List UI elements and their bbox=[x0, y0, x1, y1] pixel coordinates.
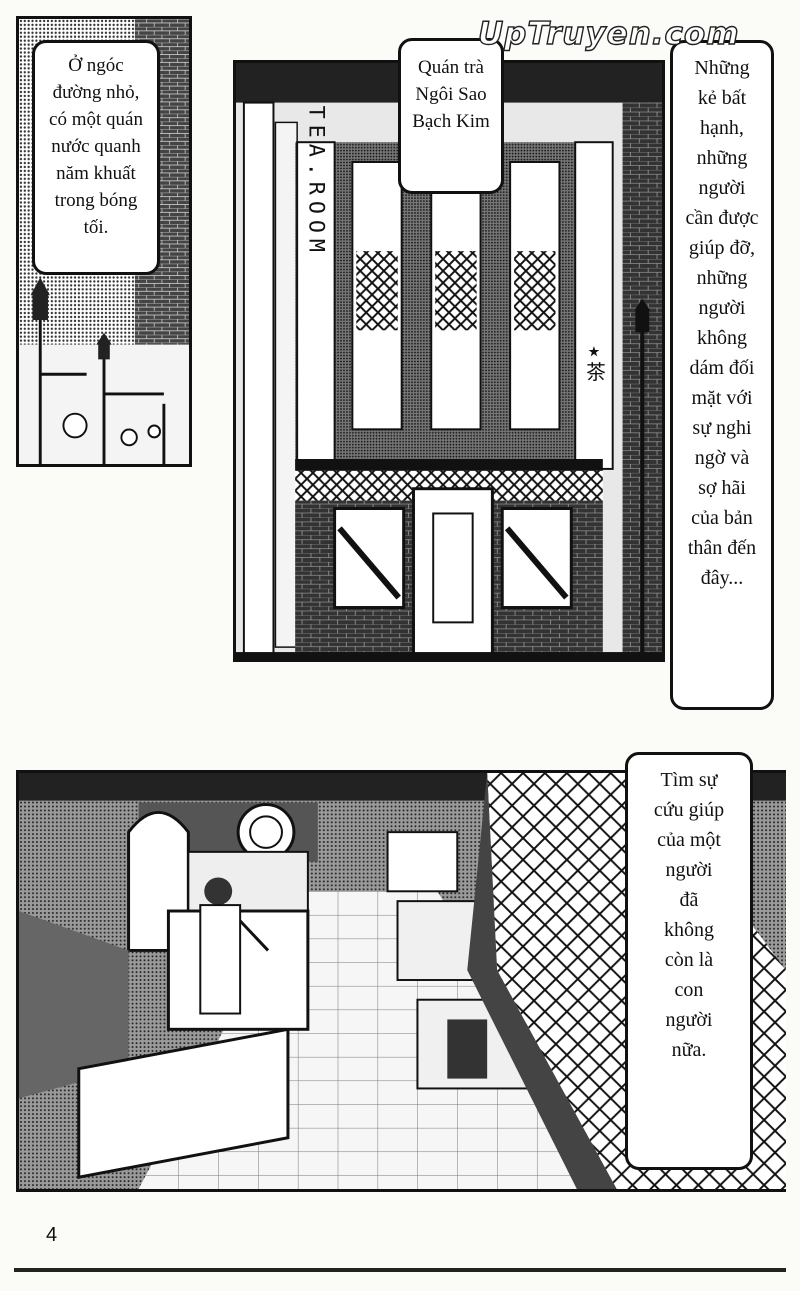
caption-line: hạnh, bbox=[700, 117, 744, 139]
caption-help: Tìm sự cứu giúp của một người đã không c… bbox=[625, 752, 753, 1170]
caption-line: sợ hãi bbox=[698, 477, 746, 499]
caption-line: người bbox=[698, 297, 746, 319]
caption-line: không bbox=[697, 327, 747, 349]
caption-line: cứu giúp bbox=[653, 799, 725, 821]
caption-line: nước quanh bbox=[51, 135, 141, 157]
caption-line: những bbox=[696, 267, 748, 289]
caption-line: đã bbox=[679, 889, 699, 911]
caption-line: Những bbox=[694, 57, 750, 79]
caption-line: thân đến bbox=[687, 537, 757, 559]
star-tea-sign: ★茶 bbox=[582, 339, 605, 382]
caption-line: đây... bbox=[700, 567, 744, 589]
caption-line: Ở ngóc bbox=[68, 55, 124, 76]
seated-figure bbox=[199, 877, 270, 1015]
caption-line: người bbox=[665, 859, 713, 881]
caption-line: nữa. bbox=[671, 1039, 707, 1061]
caption-line: năm khuất bbox=[56, 162, 136, 184]
caption-line: Tìm sự bbox=[660, 769, 718, 791]
page-divider bbox=[14, 1268, 786, 1272]
watermark: UpTruyen.com bbox=[477, 15, 740, 52]
tea-room-sign: TEA.ROOM bbox=[303, 106, 328, 258]
caption-line: Ngôi Sao bbox=[415, 83, 487, 105]
caption-line: những bbox=[696, 147, 748, 169]
caption-line: ngờ và bbox=[694, 447, 750, 469]
caption-unfortunate: Những kẻ bất hạnh, những người cần được … bbox=[670, 40, 774, 710]
caption-line: mặt với bbox=[691, 387, 753, 409]
caption-line: kẻ bất bbox=[697, 87, 747, 109]
caption-line: của bản bbox=[691, 507, 753, 529]
caption-line: trong bóng bbox=[54, 189, 138, 211]
caption-line: sự nghi bbox=[692, 417, 752, 439]
caption-shop-name: Quán trà Ngôi Sao Bạch Kim bbox=[398, 38, 504, 194]
caption-line: có một quán bbox=[49, 108, 143, 130]
caption-line: con bbox=[674, 979, 704, 1001]
caption-line: của một bbox=[657, 829, 721, 851]
caption-line: cần được bbox=[685, 207, 759, 229]
page-number: 4 bbox=[46, 1224, 58, 1246]
caption-line: đường nhỏ, bbox=[52, 81, 140, 103]
caption-line: Bạch Kim bbox=[412, 110, 490, 132]
caption-line: tối. bbox=[83, 216, 109, 238]
caption-line: còn là bbox=[664, 949, 714, 971]
caption-alley: Ở ngóc đường nhỏ, có một quán nước quanh… bbox=[32, 40, 160, 275]
caption-line: người bbox=[665, 1009, 713, 1031]
caption-line: dám đối bbox=[689, 357, 755, 379]
caption-line: người bbox=[698, 177, 746, 199]
caption-line: không bbox=[664, 919, 714, 941]
caption-line: Quán trà bbox=[418, 57, 484, 78]
caption-line: giúp đỡ, bbox=[688, 237, 756, 259]
